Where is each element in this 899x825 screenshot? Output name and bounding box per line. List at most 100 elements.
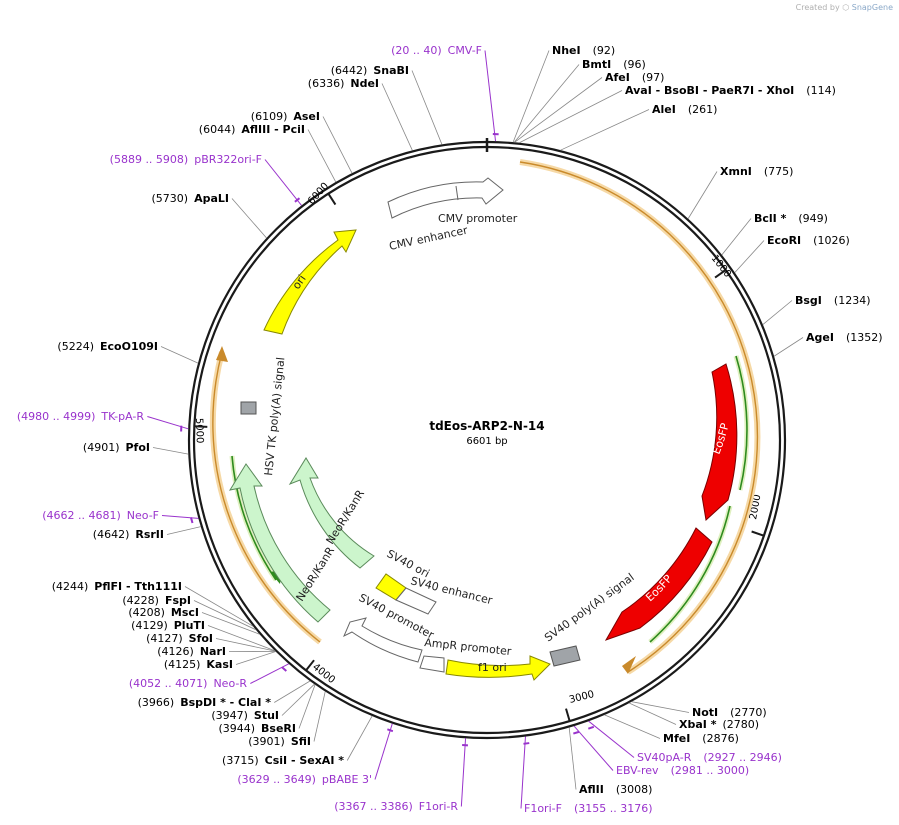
site-label-kasi[interactable]: (4125)KasI — [164, 658, 233, 671]
leader-mfei — [604, 714, 661, 739]
leader-aflii — [568, 727, 577, 790]
f1-ori-label: f1 ori — [478, 661, 507, 674]
orf-main-arrowhead — [622, 656, 636, 674]
snapgene-logo-icon: ⬡ — [842, 3, 850, 12]
site-label-pfoi[interactable]: (4901)PfoI — [83, 441, 150, 454]
primer-label-pbabe-3[interactable]: (3629 .. 3649)pBABE 3' — [237, 773, 372, 786]
site-label-bspdi-clai[interactable]: (3966)BspDI * - ClaI * — [138, 696, 272, 709]
credit-text: Created by — [795, 3, 840, 12]
leader-pluti — [207, 625, 276, 652]
leader-msci — [201, 612, 260, 635]
site-label-mfei[interactable]: MfeI(2876) — [663, 732, 739, 745]
primer-label-ebv-rev[interactable]: EBV-rev(2981 .. 3000) — [616, 764, 749, 777]
leader-xbai — [628, 702, 677, 725]
leader-avai — [519, 90, 623, 144]
site-label-nhei[interactable]: NheI(92) — [552, 44, 615, 57]
leader-afliii-pcii — [307, 129, 337, 183]
tick-label-5000: 5000 — [193, 418, 205, 444]
orf-left-arrowhead — [216, 346, 228, 362]
site-label-xbai[interactable]: XbaI *(2780) — [679, 718, 759, 731]
eosfp-2-arrow — [604, 527, 713, 641]
site-label-avai[interactable]: AvaI - BsoBI - PaeR7I - XhoI(114) — [625, 84, 836, 97]
tick-mark-1000 — [714, 269, 727, 279]
hsv-tk-polya-label: HSV TK poly(A) signal — [262, 356, 287, 476]
mark-primer-f1ori-f — [523, 742, 530, 745]
tick-group: 1000 2000 3000 4000 5000 6000 — [193, 181, 765, 722]
primers: (20 .. 40)CMV-F (5889 .. 5908)pBR322ori-… — [17, 44, 782, 815]
f1-ori-arrow — [445, 655, 551, 681]
site-label-noti[interactable]: NotI(2770) — [692, 706, 767, 719]
leader-bmti — [513, 64, 580, 143]
leader-rsrii — [166, 526, 201, 535]
site-label-apali[interactable]: (5730)ApaLI — [152, 192, 230, 205]
leader-primer-f1ori-f — [520, 736, 526, 809]
site-label-pflfi-tth111i[interactable]: (4244)PflFI - Tth111I — [52, 580, 182, 593]
left-enzymes: (6442)SnaBI (6336)NdeI (6109)AseI (6044)… — [52, 64, 409, 767]
site-label-bseri[interactable]: (3944)BseRI — [218, 722, 296, 735]
site-label-msci[interactable]: (4208)MscI — [128, 606, 199, 619]
plasmid-size: 6601 bp — [466, 436, 507, 447]
mark-primer-pbr322ori-f — [294, 197, 301, 203]
leader-primer-cmv-f — [484, 50, 497, 142]
neokan-outer-label: NeoR/KanR — [294, 544, 338, 603]
site-label-nari[interactable]: (4126)NarI — [157, 645, 226, 658]
leader-bcli — [721, 218, 752, 256]
leader-apali — [231, 198, 267, 239]
mark-primer-ebv-rev — [573, 730, 580, 735]
primer-label-sv40pa-r[interactable]: SV40pA-R(2927 .. 2946) — [637, 751, 782, 764]
primer-label-cmv-f[interactable]: (20 .. 40)CMV-F — [391, 44, 482, 57]
site-label-aflii[interactable]: AflII(3008) — [579, 783, 652, 796]
tick-mark-3000 — [565, 708, 571, 722]
leader-primer-f1ori-r — [460, 738, 467, 807]
site-label-ecori[interactable]: EcoRI(1026) — [767, 234, 850, 247]
leader-lines — [147, 50, 804, 809]
site-label-bsgi[interactable]: BsgI(1234) — [795, 294, 870, 307]
leader-stui — [281, 683, 315, 716]
site-label-snabi[interactable]: (6442)SnaBI — [331, 64, 409, 77]
primer-label-neo-r[interactable]: (4052 .. 4071)Neo-R — [129, 677, 247, 690]
site-label-fspi[interactable]: (4228)FspI — [122, 594, 191, 607]
site-label-pluti[interactable]: (4129)PluTI — [131, 619, 205, 632]
orf-left-line — [212, 351, 321, 643]
eos-orf-1-line — [735, 355, 748, 491]
site-label-agei[interactable]: AgeI(1352) — [806, 331, 883, 344]
site-label-csii-sexai[interactable]: (3715)CsiI - SexAI * — [222, 754, 344, 767]
site-label-stui[interactable]: (3947)StuI — [211, 709, 279, 722]
site-label-sfoi[interactable]: (4127)SfoI — [146, 632, 213, 645]
primer-label-f1ori-r[interactable]: (3367 .. 3386)F1ori-R — [334, 800, 458, 813]
leader-ecori — [734, 240, 765, 273]
orf-track — [209, 159, 761, 675]
leader-sfii — [313, 691, 326, 742]
leader-primer-ebv-rev — [573, 725, 614, 771]
sv40-ori-label: SV40 ori — [385, 547, 432, 580]
site-label-rsrii[interactable]: (4642)RsrII — [93, 528, 164, 541]
site-label-ecoo109i[interactable]: (5224)EcoO109I — [57, 340, 158, 353]
site-label-sfii[interactable]: (3901)SfiI — [248, 735, 311, 748]
site-label-asei[interactable]: (6109)AseI — [251, 110, 320, 123]
primer-label-pbr322ori-f[interactable]: (5889 .. 5908)pBR322ori-F — [110, 153, 262, 166]
orf-main-line — [519, 161, 759, 673]
site-label-alei[interactable]: AleI(261) — [652, 103, 717, 116]
brand-text: SnapGene — [851, 3, 893, 12]
site-label-afliii-pcii[interactable]: (6044)AflIII - PciI — [199, 123, 305, 136]
leader-asei — [322, 116, 353, 174]
leader-fspi — [193, 600, 257, 631]
site-label-ndei[interactable]: (6336)NdeI — [308, 77, 379, 90]
ampr-promoter-label: AmpR promoter — [424, 636, 513, 658]
ampr-promoter-arrow — [419, 655, 445, 673]
site-label-bmti[interactable]: BmtI(96) — [582, 58, 646, 71]
tick-mark-6000 — [327, 193, 337, 206]
primer-label-neo-f[interactable]: (4662 .. 4681)Neo-F — [42, 509, 159, 522]
site-label-bcli[interactable]: BclI *(949) — [754, 212, 828, 225]
cmv-promoter-label: CMV promoter — [438, 212, 518, 225]
site-label-afei[interactable]: AfeI(97) — [605, 71, 664, 84]
primer-label-tk-pa-r[interactable]: (4980 .. 4999)TK-pA-R — [17, 410, 145, 423]
site-label-xmni[interactable]: XmnI(775) — [720, 165, 793, 178]
leader-afei — [514, 77, 603, 143]
leader-sfoi — [215, 638, 276, 652]
leader-csii-sexai — [346, 715, 373, 761]
cmv-enhancer-label: CMV enhancer — [388, 223, 469, 252]
sv40-enhancer-box — [395, 587, 437, 615]
mark-primer-neo-f — [189, 517, 194, 524]
primer-label-f1ori-f[interactable]: F1ori-F(3155 .. 3176) — [524, 802, 653, 815]
